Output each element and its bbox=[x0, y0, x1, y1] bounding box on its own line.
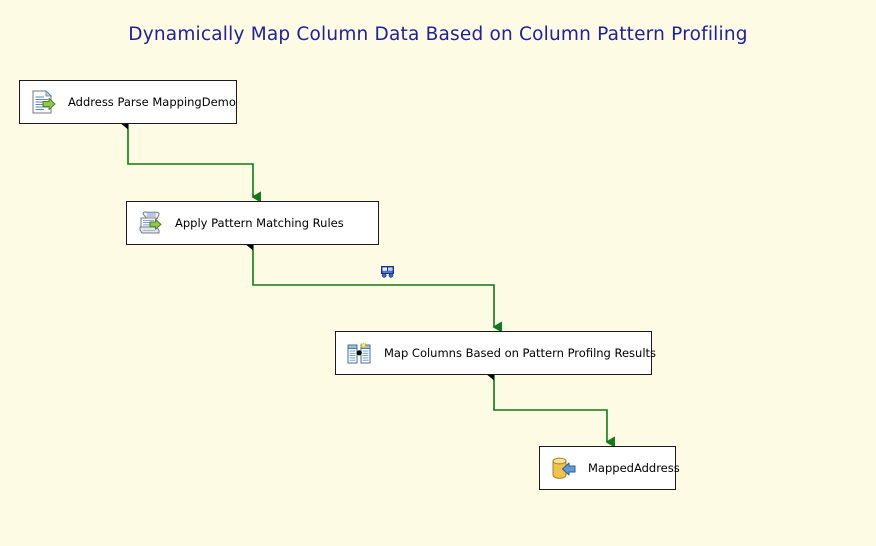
task-node-label: Apply Pattern Matching Rules bbox=[175, 216, 344, 230]
script-task-icon bbox=[136, 209, 164, 237]
task-node-label: Address Parse MappingDemo bbox=[68, 95, 236, 109]
connector-2[interactable] bbox=[253, 245, 494, 327]
task-node-mapped-address[interactable]: MappedAddress bbox=[539, 446, 680, 490]
page-title: Dynamically Map Column Data Based on Col… bbox=[128, 24, 748, 45]
flat-file-source-icon bbox=[29, 88, 57, 116]
task-node-map-columns-based-on-pattern-profilng-results[interactable]: Map Columns Based on Pattern Profilng Re… bbox=[335, 331, 656, 375]
connector-1[interactable] bbox=[128, 124, 253, 197]
task-node-apply-pattern-matching-rules[interactable]: Apply Pattern Matching Rules bbox=[126, 201, 379, 245]
truck-icon bbox=[380, 265, 395, 278]
connector-3[interactable] bbox=[494, 375, 607, 442]
task-node-label: Map Columns Based on Pattern Profilng Re… bbox=[384, 346, 657, 360]
database-destination-icon bbox=[549, 454, 577, 482]
task-node-address-parse-mapping-demo[interactable]: Address Parse MappingDemo bbox=[19, 80, 237, 124]
data-flow-task-icon bbox=[345, 339, 373, 367]
task-node-label: MappedAddress bbox=[588, 461, 680, 475]
